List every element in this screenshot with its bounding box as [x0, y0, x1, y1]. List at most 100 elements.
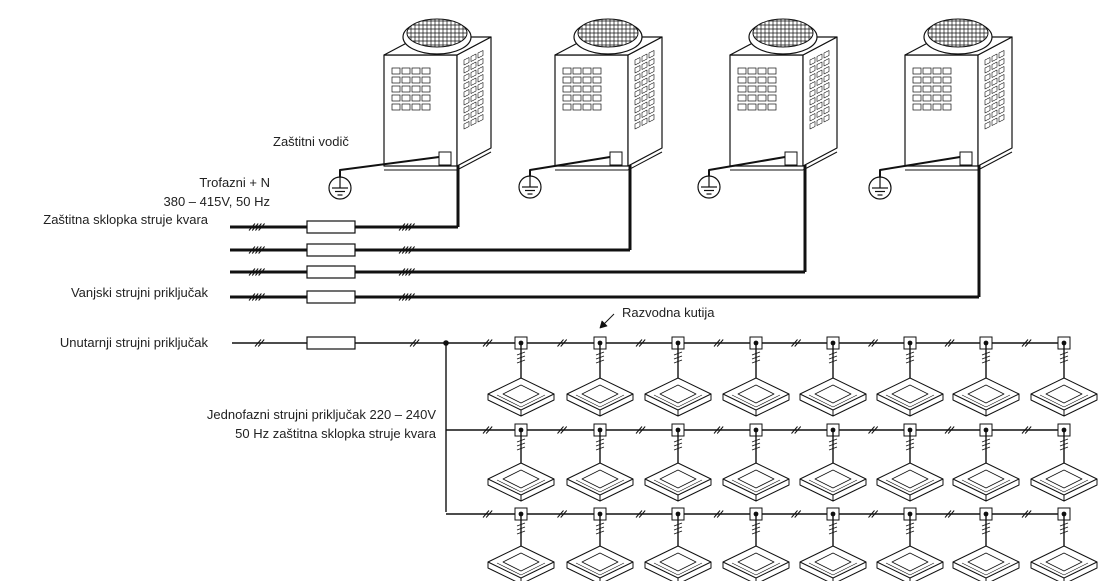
side-louvre-cell: [809, 105, 816, 114]
louvre-cell: [737, 76, 747, 84]
cassette-grille: [967, 552, 1005, 572]
side-louvre-cell: [463, 121, 470, 130]
cable-tick: [255, 268, 262, 276]
louvre-cell: [582, 76, 592, 84]
side-louvre-cell: [648, 50, 655, 59]
cable-tick: [485, 426, 493, 434]
three-phase-label-line3: Zaštitna sklopka struje kvara: [43, 212, 208, 227]
ground-symbol: [328, 176, 352, 200]
drop-tick: [905, 530, 915, 535]
cassette-vane: [1039, 479, 1065, 493]
cassette-grille: [891, 384, 929, 404]
cassette-vane: [832, 394, 858, 408]
louvre-cell: [747, 103, 757, 111]
cable-tick: [557, 339, 564, 347]
cable-tick: [408, 246, 415, 254]
cable-tick: [258, 246, 265, 254]
drop-tick: [595, 522, 605, 527]
drop-tick: [981, 522, 991, 527]
louvre-cell: [572, 85, 582, 93]
cable-tick: [868, 510, 875, 518]
indoor-unit: [1030, 462, 1098, 502]
cassette-grille: [1045, 469, 1083, 489]
side-louvre-cell: [816, 109, 823, 118]
louvre-cell: [391, 67, 401, 75]
cassette-grille: [814, 469, 852, 489]
earth-conductor: [529, 156, 611, 176]
cable-tick: [251, 268, 259, 276]
indoor-unit: [799, 462, 867, 502]
indoor-unit: [799, 377, 867, 417]
three-phase-label-line2: 380 – 415V, 50 Hz: [163, 194, 271, 209]
louvre-cell: [942, 94, 952, 102]
drop-tick: [673, 446, 683, 451]
cable-tick: [482, 510, 490, 518]
drop-tick: [981, 355, 991, 360]
side-louvre-cell: [470, 69, 477, 78]
junction-box-label: Razvodna kutija: [622, 305, 715, 320]
cassette-vane: [653, 562, 679, 576]
side-louvre-cell: [470, 53, 477, 62]
drop-tick: [595, 446, 605, 451]
side-louvre-cell: [823, 90, 830, 99]
cable-tick: [560, 426, 568, 434]
cable-tick: [398, 268, 406, 276]
side-louvre-cell: [984, 73, 991, 82]
cable-tick: [791, 510, 798, 518]
drop-tick: [673, 351, 683, 356]
side-louvre-cell: [984, 113, 991, 122]
side-louvre-cell: [984, 89, 991, 98]
cable-tick: [401, 293, 409, 301]
cassette-vane: [985, 394, 1011, 408]
side-louvre-cell: [470, 101, 477, 110]
louvre-cell: [592, 76, 602, 84]
ground-symbol: [518, 175, 542, 199]
louvre-cell: [932, 103, 942, 111]
cable-tick: [871, 510, 879, 518]
cable-tick: [947, 510, 955, 518]
louvre-cell: [411, 94, 421, 102]
drop-tick: [673, 442, 683, 447]
drop-tick: [516, 359, 526, 364]
cassette-vane: [909, 394, 935, 408]
side-louvre-cell: [998, 90, 1005, 99]
louvre-cell: [562, 67, 572, 75]
cassette-vane: [575, 479, 601, 493]
side-louvre-cell: [991, 93, 998, 102]
side-louvre-cell: [634, 65, 641, 74]
cable-tick: [257, 339, 265, 347]
side-louvre-cell: [641, 85, 648, 94]
indoor-unit: [722, 377, 790, 417]
drop-tick: [516, 446, 526, 451]
outdoor-unit-3: [729, 18, 838, 171]
side-louvre-cell: [998, 74, 1005, 83]
cable-tick: [248, 268, 256, 276]
drop-tick: [905, 355, 915, 360]
earth-conductor: [339, 156, 440, 177]
cassette-grille: [967, 384, 1005, 404]
louvre-cell: [912, 76, 922, 84]
cable-tick: [791, 426, 798, 434]
cable-tick: [398, 293, 406, 301]
electrical-box: [784, 151, 798, 166]
cable-tick: [635, 426, 643, 434]
drop-tick: [905, 442, 915, 447]
louvre-cell: [932, 94, 942, 102]
cassette-vane: [496, 394, 522, 408]
louvre-cell: [411, 103, 421, 111]
indoor-unit: [644, 377, 712, 417]
drop-tick: [595, 442, 605, 447]
drop-tick: [828, 438, 838, 443]
earth-conductor: [708, 156, 786, 176]
cable-tick: [635, 339, 643, 347]
drop-tick: [981, 442, 991, 447]
cassette-grille: [581, 469, 619, 489]
cable-tick: [251, 223, 259, 231]
side-louvre-cell: [998, 106, 1005, 115]
cassette-vane: [677, 479, 703, 493]
drop-tick: [1059, 442, 1069, 447]
louvre-cell: [912, 94, 922, 102]
unit-front: [383, 54, 458, 167]
cassette-vane: [599, 479, 625, 493]
side-louvre-cell: [823, 114, 830, 123]
